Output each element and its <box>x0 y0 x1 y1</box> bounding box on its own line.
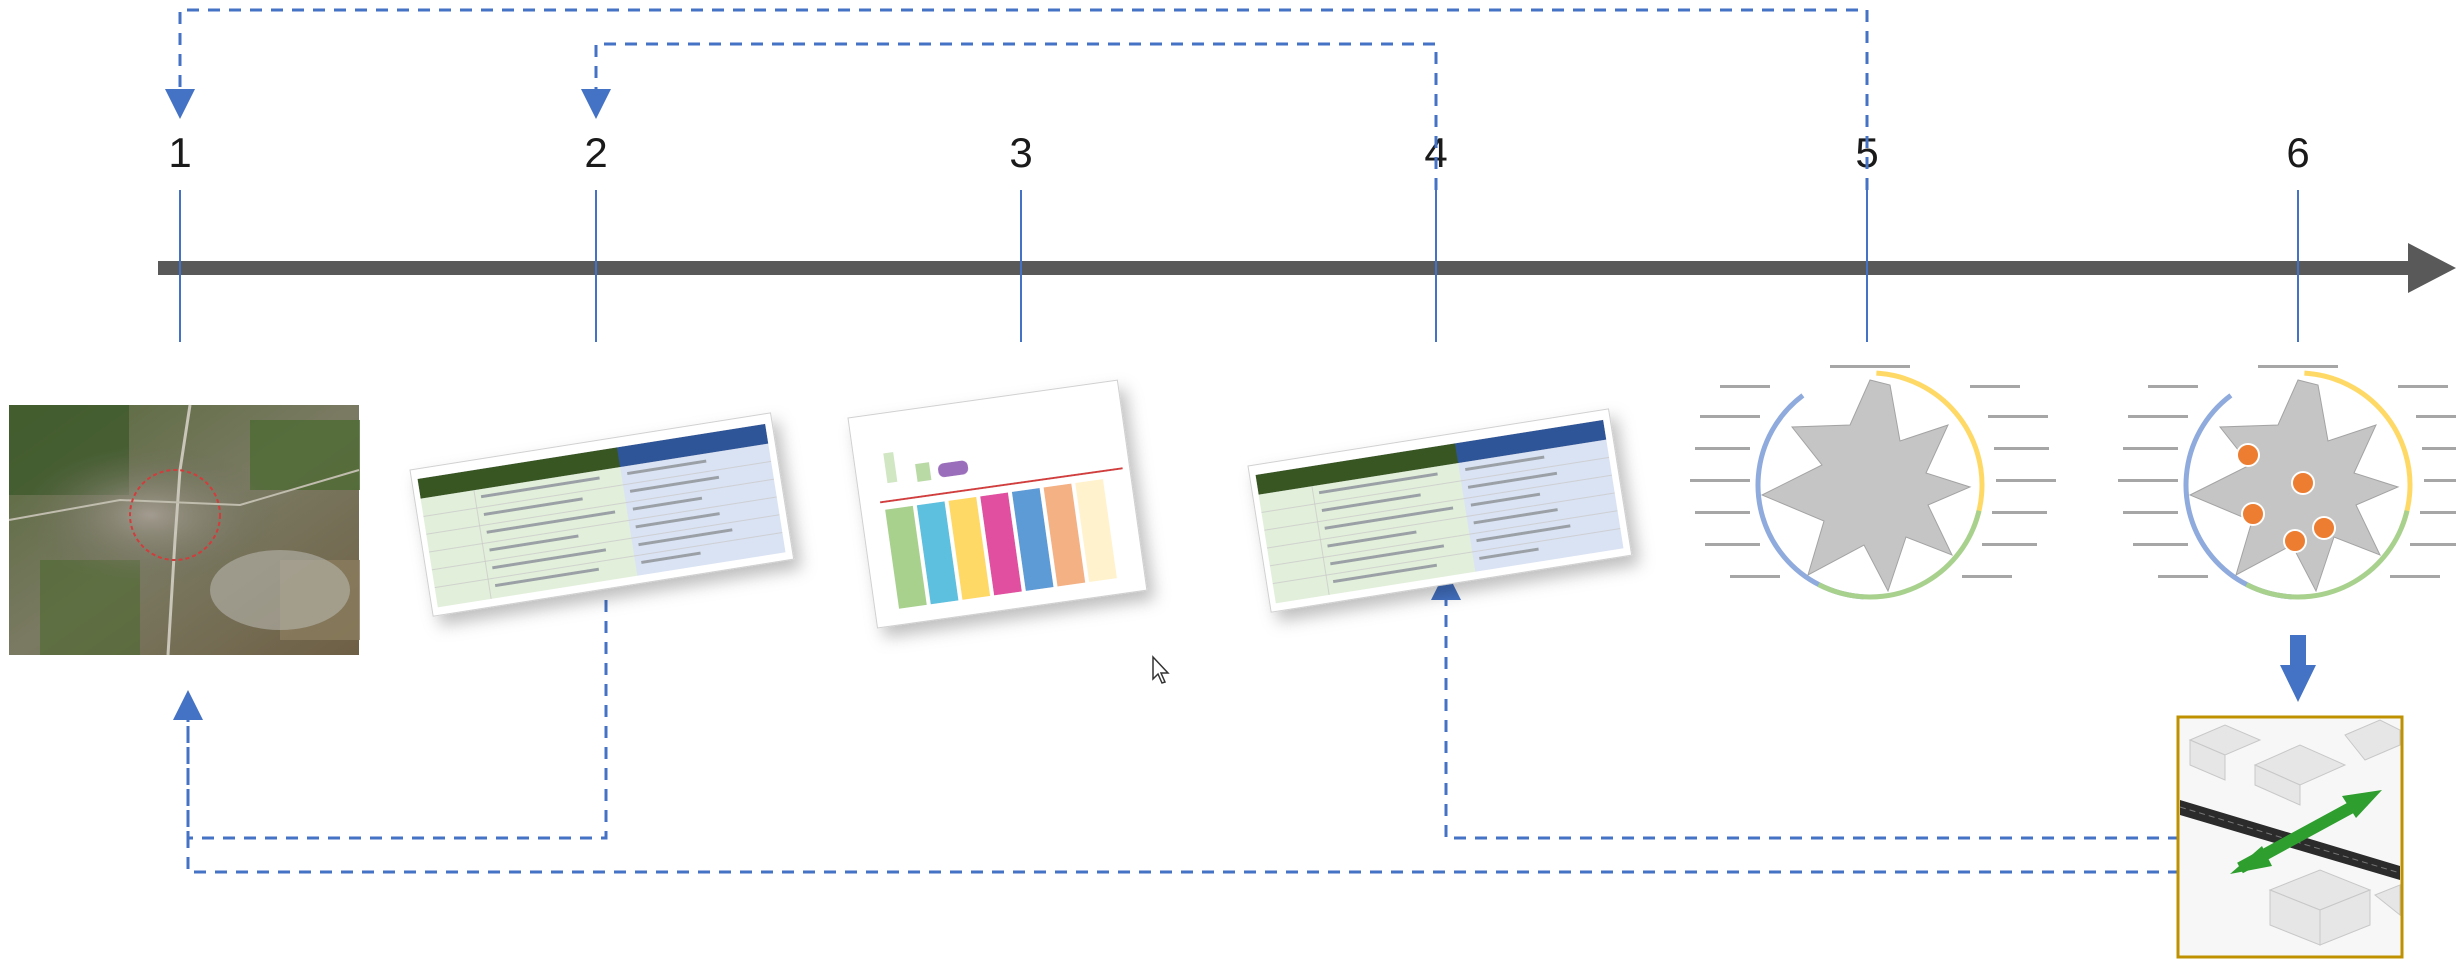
double-arrow-icon <box>2230 790 2382 874</box>
arrow-down-icon <box>2280 635 2316 702</box>
step-ticks <box>179 190 2299 342</box>
feedback-6-to-1 <box>186 700 2180 874</box>
table-card-step-4 <box>1247 408 1633 613</box>
timeline-axis <box>158 243 2456 293</box>
step-number-1: 1 <box>168 129 191 176</box>
step-number-5: 5 <box>1855 129 1878 176</box>
feedback-arrows-top <box>165 8 1869 190</box>
feedback-2-to-1 <box>173 600 608 840</box>
feedback-6-to-4 <box>1431 570 2180 840</box>
colored-columns-card-step-3 <box>847 379 1148 629</box>
mouse-pointer-icon <box>1152 655 1170 684</box>
radar-diagram-step-5 <box>1690 365 2056 600</box>
radar-diagram-step-6 <box>2118 365 2456 600</box>
feedback-arrows-bottom <box>173 570 2180 874</box>
radar-shape <box>1760 379 1972 593</box>
step-number-4: 4 <box>1424 129 1447 176</box>
orange-markers <box>2236 443 2336 553</box>
step-number-2: 2 <box>584 129 607 176</box>
step-number-6: 6 <box>2286 129 2309 176</box>
step-numbers: 1 2 3 4 5 6 <box>168 129 2309 176</box>
aerial-map-image <box>8 404 360 656</box>
feedback-5-to-1 <box>165 8 1869 190</box>
feedback-4-to-2 <box>581 42 1438 190</box>
step-number-3: 3 <box>1009 129 1032 176</box>
urban-3d-scene-image <box>2176 715 2404 959</box>
table-card-step-2 <box>409 412 795 617</box>
map-highlight-circle <box>129 469 221 561</box>
